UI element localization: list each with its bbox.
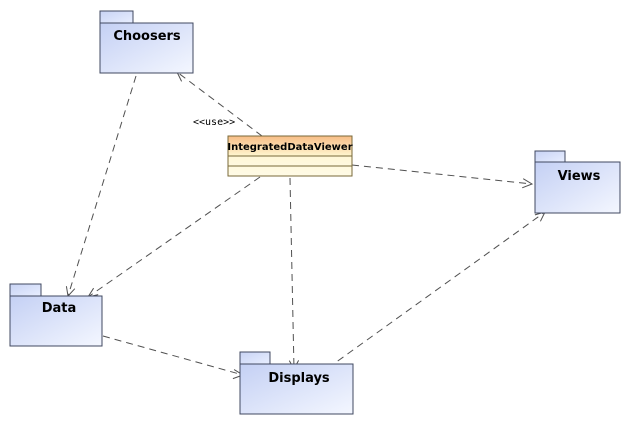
package-label-choosers: Choosers (113, 29, 181, 44)
use-stereotype-label: <<use>> (193, 117, 235, 128)
package-body (99, 22, 194, 74)
package-body (534, 161, 621, 214)
class-label: IntegratedDataViewer (227, 142, 352, 153)
dependency-idv-to-displays[interactable] (288, 177, 300, 371)
package-views[interactable]: Views (534, 150, 621, 214)
package-label-views: Views (558, 169, 601, 184)
package-label-data: Data (42, 301, 77, 316)
package-displays[interactable]: Displays (239, 351, 354, 415)
package-body (9, 295, 103, 347)
class-integrated-data-viewer[interactable]: IntegratedDataViewer (227, 135, 353, 177)
package-data[interactable]: Data (9, 283, 103, 347)
package-label-displays: Displays (268, 371, 330, 386)
dependency-idv-to-data[interactable] (86, 176, 261, 298)
dependency-displays-to-views[interactable] (327, 211, 546, 369)
package-body (239, 363, 354, 415)
dependency-data-to-displays[interactable] (102, 335, 245, 380)
package-tab (99, 10, 134, 24)
package-choosers[interactable]: Choosers (99, 10, 194, 74)
package-tab (9, 283, 42, 297)
class-name-compartment (227, 135, 353, 157)
package-tab (239, 351, 271, 365)
dependency-choosers-to-data[interactable] (65, 75, 137, 298)
package-tab (534, 150, 566, 163)
dependency-idv-to-views[interactable] (351, 164, 534, 189)
